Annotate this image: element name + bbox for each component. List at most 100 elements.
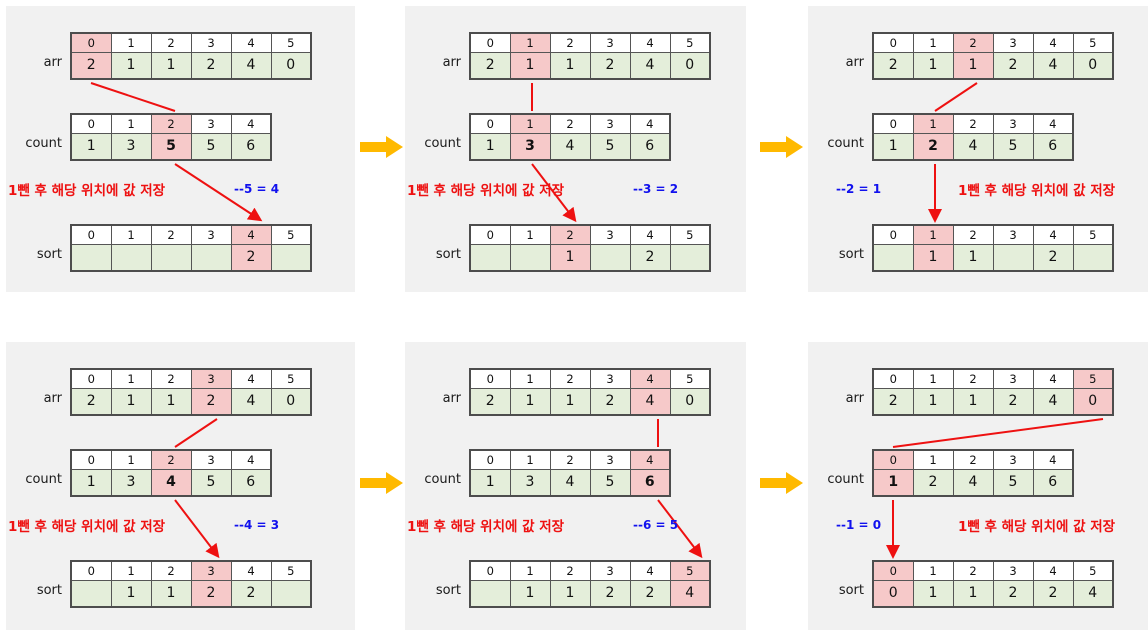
sort-value-cell: 1 bbox=[549, 243, 591, 272]
count-index-cell: 0 bbox=[70, 449, 112, 470]
step-1-next-arrow-icon bbox=[360, 134, 404, 160]
note-store-value-text: 1뺀 후 해당 위치에 값 저장 bbox=[407, 519, 565, 535]
note-decrement: --5 = 4 bbox=[234, 182, 280, 196]
arr-value-cell: 1 bbox=[110, 51, 152, 80]
sort-value-cell: 2 bbox=[1032, 243, 1074, 272]
arr-value-cell: 1 bbox=[110, 387, 152, 416]
sort-index-cell: 1 bbox=[509, 560, 551, 581]
sort-value-cell: 2 bbox=[589, 579, 631, 608]
sort-value-cell bbox=[469, 243, 511, 272]
arr-value-cell: 2 bbox=[70, 51, 112, 80]
note-store-value-text: 1뺀 후 해당 위치에 값 저장 bbox=[8, 519, 166, 535]
arr-value-cell: 4 bbox=[230, 387, 272, 416]
count-index-cell: 3 bbox=[589, 449, 631, 470]
sort-index-cell: 3 bbox=[992, 224, 1034, 245]
arr-value-cell: 0 bbox=[669, 51, 711, 80]
sort-value-cell: 0 bbox=[872, 579, 914, 608]
arr-index-cell: 0 bbox=[469, 32, 511, 53]
arr-value-cell: 2 bbox=[469, 387, 511, 416]
arr-index-cell: 5 bbox=[669, 32, 711, 53]
sort-index-cell: 3 bbox=[992, 560, 1034, 581]
arr-index-cell: 0 bbox=[872, 368, 914, 389]
count-value-cell: 3 bbox=[110, 468, 152, 497]
arr-index-cell: 3 bbox=[190, 368, 232, 389]
sort-value-cell bbox=[509, 243, 551, 272]
sort-value-cell bbox=[270, 243, 312, 272]
arr-value-cell: 0 bbox=[270, 387, 312, 416]
arr-index-cell: 3 bbox=[190, 32, 232, 53]
sort-value-cell bbox=[872, 243, 914, 272]
count-value-cell: 5 bbox=[589, 132, 631, 161]
arr-index-cell: 2 bbox=[952, 32, 994, 53]
sort-value-cell bbox=[270, 579, 312, 608]
sort-index-cell: 2 bbox=[150, 224, 192, 245]
count-index-cell: 3 bbox=[992, 449, 1034, 470]
arr-value-cell: 1 bbox=[509, 387, 551, 416]
sort-index-cell: 5 bbox=[270, 224, 312, 245]
sort-index-cell: 1 bbox=[110, 224, 152, 245]
arr-index-cell: 4 bbox=[230, 32, 272, 53]
sort-index-cell: 1 bbox=[912, 560, 954, 581]
arr-index-cell: 4 bbox=[1032, 368, 1074, 389]
count-index-cell: 2 bbox=[952, 449, 994, 470]
note-store-value: 1뺀 후 해당 위치에 값 저장 bbox=[407, 179, 564, 199]
arr-value-cell: 4 bbox=[1032, 51, 1074, 80]
count-index-cell: 2 bbox=[150, 113, 192, 134]
arr-index-cell: 3 bbox=[589, 368, 631, 389]
arr-row-label: arr bbox=[845, 391, 864, 406]
count-value-cell: 4 bbox=[952, 132, 994, 161]
arr-value-cell: 2 bbox=[589, 51, 631, 80]
arr-value-cell: 4 bbox=[629, 387, 671, 416]
sort-index-cell: 3 bbox=[190, 224, 232, 245]
count-row-label: count bbox=[424, 472, 461, 487]
sort-index-cell: 5 bbox=[669, 560, 711, 581]
arr-index-cell: 2 bbox=[150, 368, 192, 389]
count-value-cell: 3 bbox=[110, 132, 152, 161]
sort-index-cell: 5 bbox=[270, 560, 312, 581]
count-value-cell: 1 bbox=[469, 468, 511, 497]
count-index-cell: 2 bbox=[952, 113, 994, 134]
sort-index-cell: 5 bbox=[1072, 224, 1114, 245]
arr-value-cell: 1 bbox=[912, 51, 954, 80]
arr-index-cell: 1 bbox=[912, 368, 954, 389]
count-value-cell: 3 bbox=[509, 468, 551, 497]
count-value-cell: 5 bbox=[589, 468, 631, 497]
sort-index-cell: 4 bbox=[230, 560, 272, 581]
count-value-cell: 1 bbox=[70, 132, 112, 161]
arr-index-cell: 2 bbox=[952, 368, 994, 389]
count-index-cell: 0 bbox=[469, 113, 511, 134]
arr-row-label: arr bbox=[43, 55, 62, 70]
sort-index-cell: 3 bbox=[589, 560, 631, 581]
note-decrement: --4 = 3 bbox=[234, 518, 280, 532]
step-2-next-arrow-icon bbox=[760, 134, 804, 160]
sort-index-cell: 0 bbox=[872, 224, 914, 245]
arr-value-cell: 1 bbox=[912, 387, 954, 416]
count-value-cell: 1 bbox=[469, 132, 511, 161]
sort-row-label: sort bbox=[36, 247, 62, 262]
note-store-value: 1뺀 후 해당 위치에 값 저장 bbox=[958, 515, 1115, 535]
count-index-cell: 0 bbox=[70, 113, 112, 134]
count-row-label: count bbox=[827, 472, 864, 487]
count-value-cell: 3 bbox=[509, 132, 551, 161]
arr-value-cell: 2 bbox=[992, 51, 1034, 80]
